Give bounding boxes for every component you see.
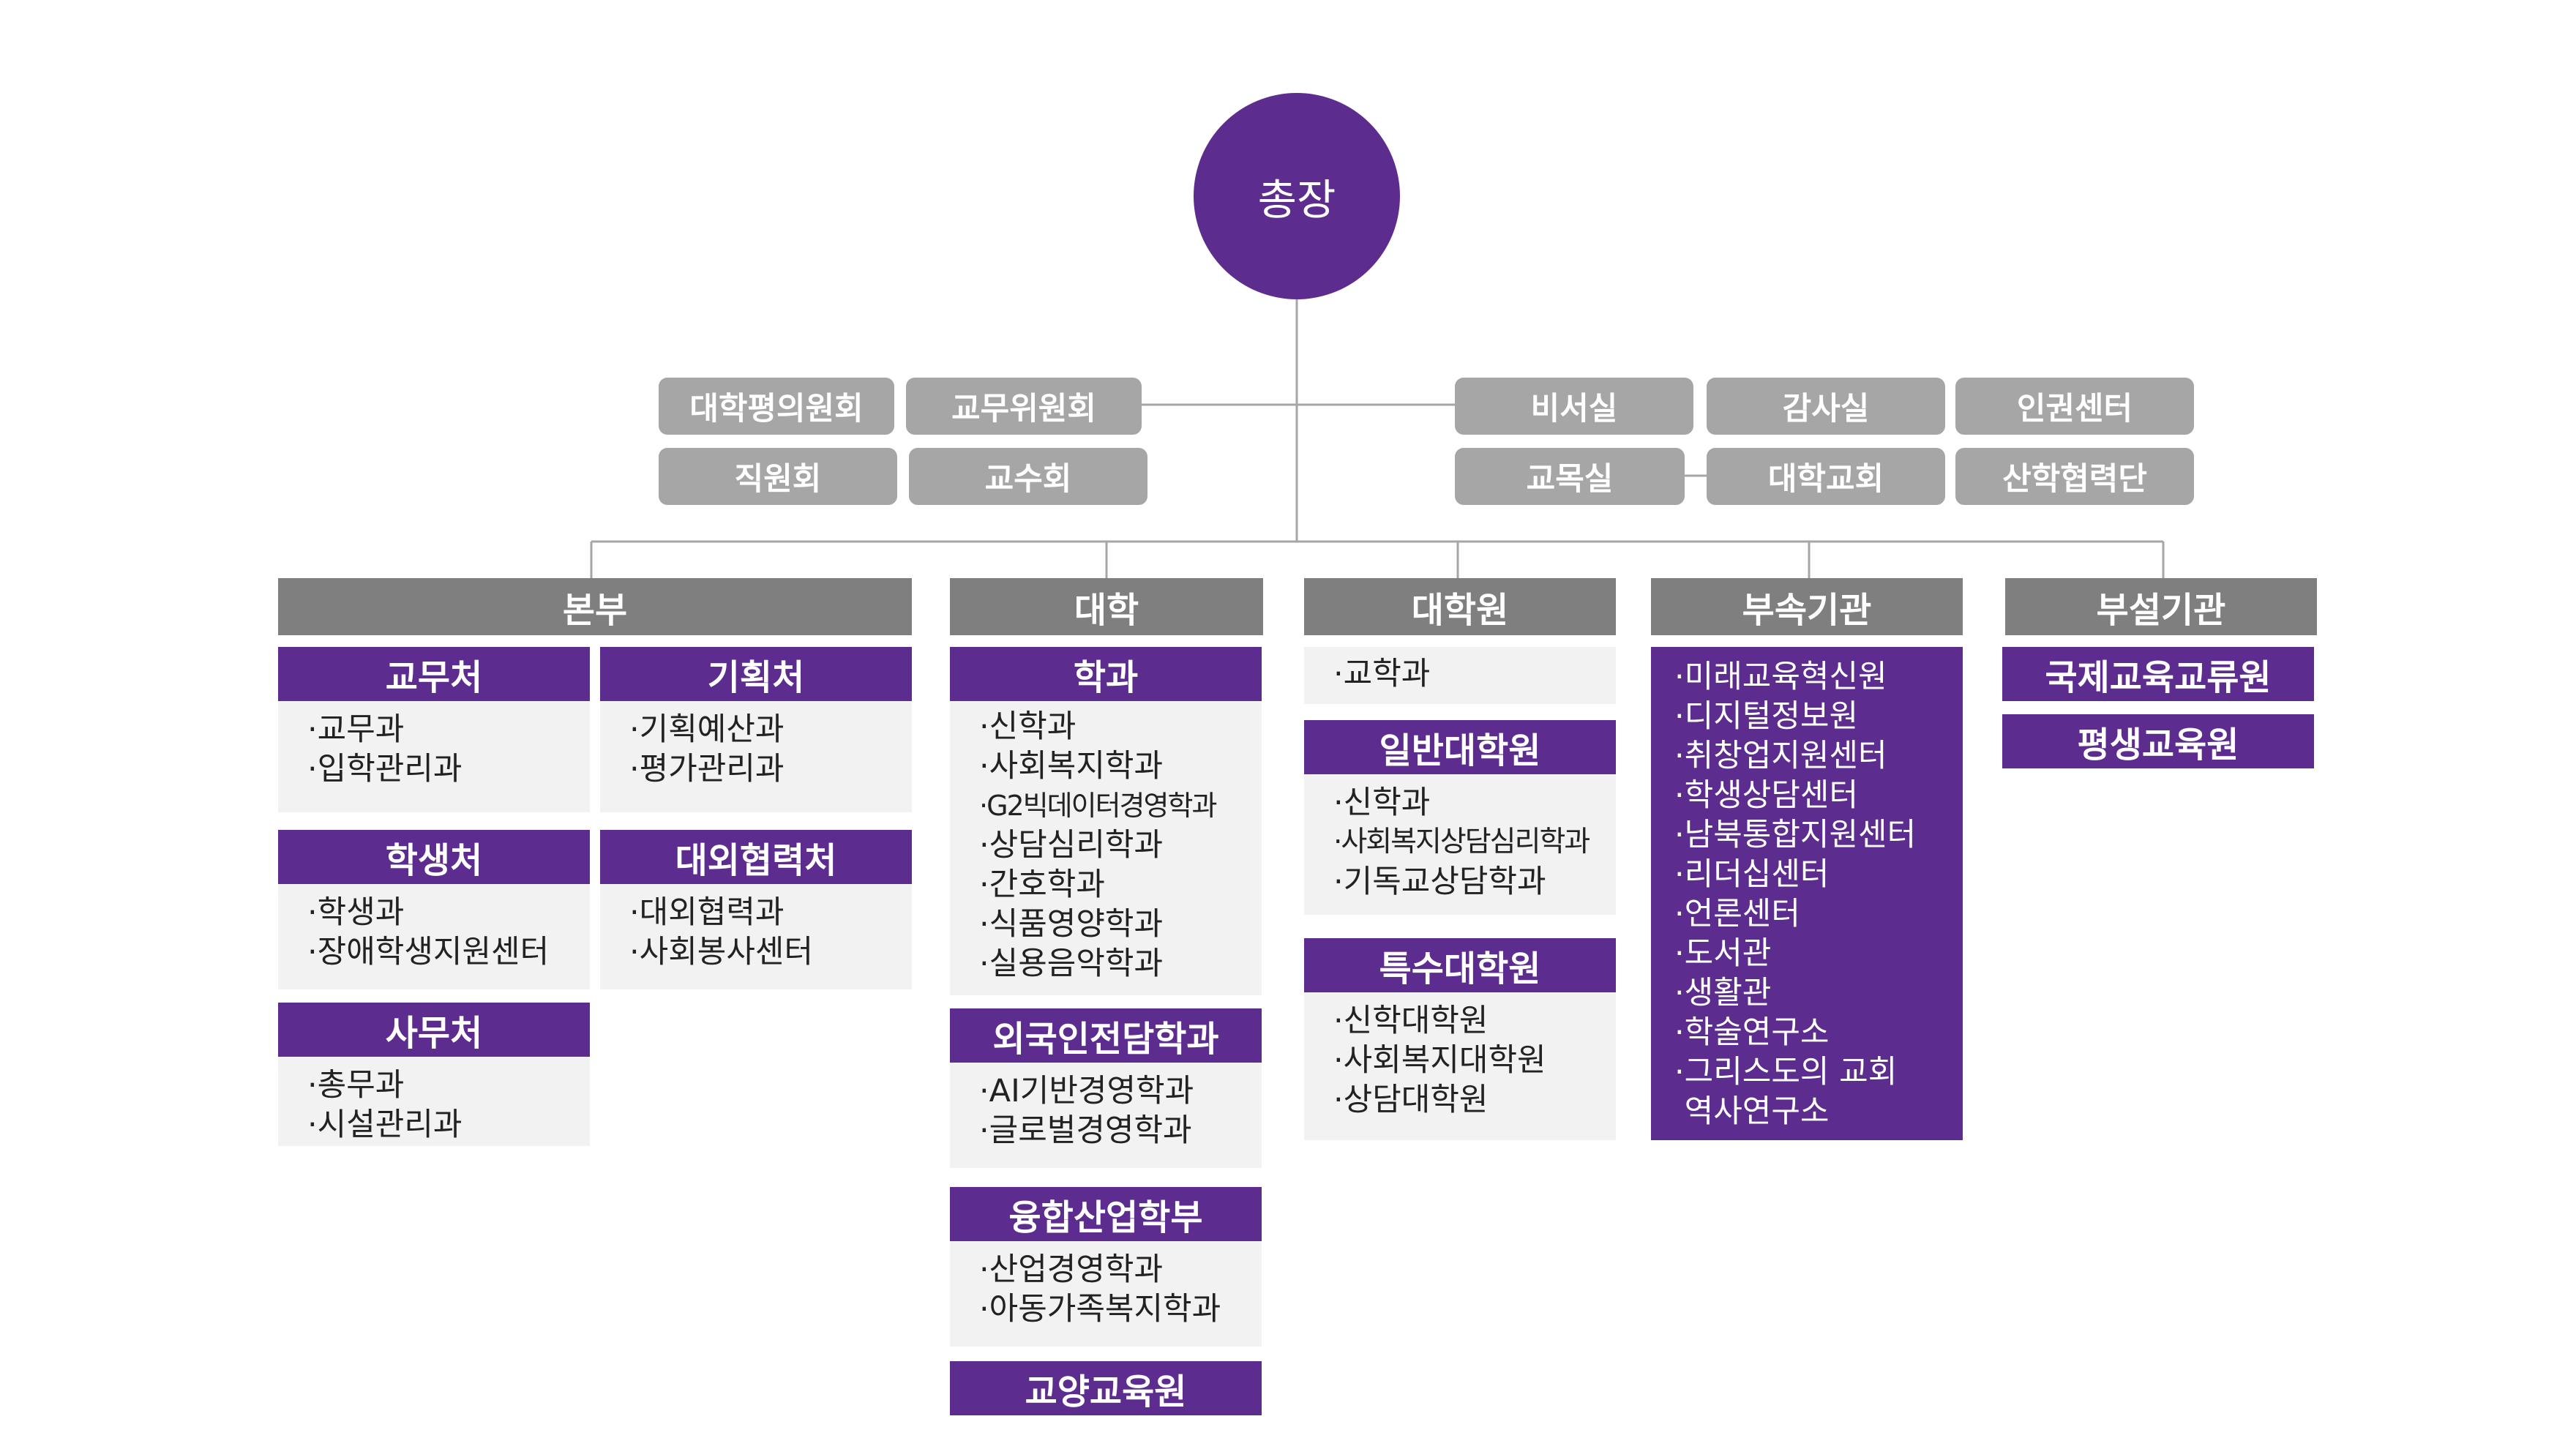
list-item: 시설관리과 xyxy=(307,1105,590,1145)
list-item: 실용음악학과 xyxy=(979,944,1262,984)
unit-liberal-arts: 교양교육원 xyxy=(950,1361,1262,1415)
affiliated-institutions-list: 미래교육혁신원 디지털정보원 취창업지원센터 학생상담센터 남북통합지원센터 리… xyxy=(1651,647,1963,1140)
list-item: 취창업지원센터 xyxy=(1674,736,1963,776)
list-item: 사회복지대학원 xyxy=(1333,1041,1616,1080)
unit-student-affairs: 학생처 학생과 장애학생지원센터 xyxy=(278,830,590,989)
unit-title: 외국인전담학과 xyxy=(950,1008,1262,1063)
list-item: AI기반경영학과 xyxy=(979,1071,1262,1111)
office-box: 산학협력단 xyxy=(1955,448,2194,505)
list-item: 교학과 xyxy=(1333,654,1616,694)
list-item: 학생상담센터 xyxy=(1674,776,1963,815)
committee-box: 직원회 xyxy=(659,448,897,505)
unit-title: 교무처 xyxy=(278,647,590,701)
category-header-headquarters: 본부 xyxy=(278,578,912,635)
list-item: 신학대학원 xyxy=(1333,1001,1616,1041)
list-item: 생활관 xyxy=(1674,973,1963,1013)
list-item: 대외협력과 xyxy=(629,893,912,932)
list-item: 사회봉사센터 xyxy=(629,932,912,972)
list-item: G2빅데이터경영학과 xyxy=(979,786,1262,825)
office-box: 비서실 xyxy=(1455,378,1693,435)
list-item: 사회복지학과 xyxy=(979,746,1262,786)
list-item: 그리스도의 교회 xyxy=(1674,1052,1963,1092)
unit-departments: 학과 신학과 사회복지학과 G2빅데이터경영학과 상담심리학과 간호학과 식품영… xyxy=(950,647,1262,995)
president-node: 총장 xyxy=(1194,93,1400,299)
unit-general-graduate: 일반대학원 신학과 사회복지상담심리학과 기독교상담학과 xyxy=(1304,720,1616,915)
list-item: 미래교육혁신원 xyxy=(1674,657,1963,697)
unit-external-affairs: 대외협력처 대외협력과 사회봉사센터 xyxy=(600,830,912,989)
list-item: 디지털정보원 xyxy=(1674,697,1963,736)
committee-box: 교수회 xyxy=(909,448,1147,505)
attached-institution: 평생교육원 xyxy=(2002,714,2314,768)
unit-special-graduate: 특수대학원 신학대학원 사회복지대학원 상담대학원 xyxy=(1304,938,1616,1140)
list-item: 언론센터 xyxy=(1674,894,1963,934)
list-item: 간호학과 xyxy=(979,865,1262,905)
list-item: 학술연구소 xyxy=(1674,1013,1963,1052)
unit-title: 사무처 xyxy=(278,1003,590,1057)
category-header-graduate: 대학원 xyxy=(1304,578,1616,635)
office-box: 감사실 xyxy=(1707,378,1945,435)
list-item: 리더십센터 xyxy=(1674,855,1963,894)
office-box: 교목실 xyxy=(1455,448,1685,505)
list-item: 신학과 xyxy=(979,707,1262,746)
list-item: 산업경영학과 xyxy=(979,1250,1262,1289)
unit-convergence-industry: 융합산업학부 산업경영학과 아동가족복지학과 xyxy=(950,1187,1262,1347)
list-item: 아동가족복지학과 xyxy=(979,1289,1262,1329)
list-item: 도서관 xyxy=(1674,934,1963,973)
unit-title: 학과 xyxy=(950,647,1262,701)
attached-institution: 국제교육교류원 xyxy=(2002,647,2314,701)
unit-foreign-departments: 외국인전담학과 AI기반경영학과 글로벌경영학과 xyxy=(950,1008,1262,1168)
unit-general-affairs: 사무처 총무과 시설관리과 xyxy=(278,1003,590,1146)
list-item: 기독교상담학과 xyxy=(1333,862,1616,902)
committee-box: 대학평의원회 xyxy=(659,378,894,435)
unit-title: 융합산업학부 xyxy=(950,1187,1262,1241)
list-item: 입학관리과 xyxy=(307,749,590,789)
list-item: 장애학생지원센터 xyxy=(307,932,590,972)
category-header-affiliated: 부속기관 xyxy=(1651,578,1963,635)
unit-title: 대외협력처 xyxy=(600,830,912,884)
list-item: 식품영양학과 xyxy=(979,905,1262,944)
unit-planning: 기획처 기획예산과 평가관리과 xyxy=(600,647,912,812)
list-item: 남북통합지원센터 xyxy=(1674,815,1963,855)
list-item: 총무과 xyxy=(307,1066,590,1105)
list-item: 상담대학원 xyxy=(1333,1080,1616,1120)
list-item: 기획예산과 xyxy=(629,710,912,749)
list-item: 상담심리학과 xyxy=(979,825,1262,865)
list-item: 교무과 xyxy=(307,710,590,749)
category-header-attached: 부설기관 xyxy=(2005,578,2317,635)
list-item: 학생과 xyxy=(307,893,590,932)
committee-box: 교무위원회 xyxy=(906,378,1142,435)
unit-academic-affairs: 교무처 교무과 입학관리과 xyxy=(278,647,590,812)
unit-title: 일반대학원 xyxy=(1304,720,1616,774)
unit-title: 기획처 xyxy=(600,647,912,701)
office-box: 대학교회 xyxy=(1707,448,1945,505)
list-item: 글로벌경영학과 xyxy=(979,1111,1262,1150)
unit-title: 학생처 xyxy=(278,830,590,884)
office-box: 인권센터 xyxy=(1955,378,2194,435)
unit-graduate-office: 교학과 xyxy=(1304,647,1616,704)
category-header-college: 대학 xyxy=(950,578,1263,635)
list-item: 사회복지상담심리학과 xyxy=(1333,823,1616,862)
list-item: 평가관리과 xyxy=(629,749,912,789)
list-item: 역사연구소 xyxy=(1684,1093,1830,1130)
list-item: 신학과 xyxy=(1333,783,1616,823)
unit-title: 특수대학원 xyxy=(1304,938,1616,992)
